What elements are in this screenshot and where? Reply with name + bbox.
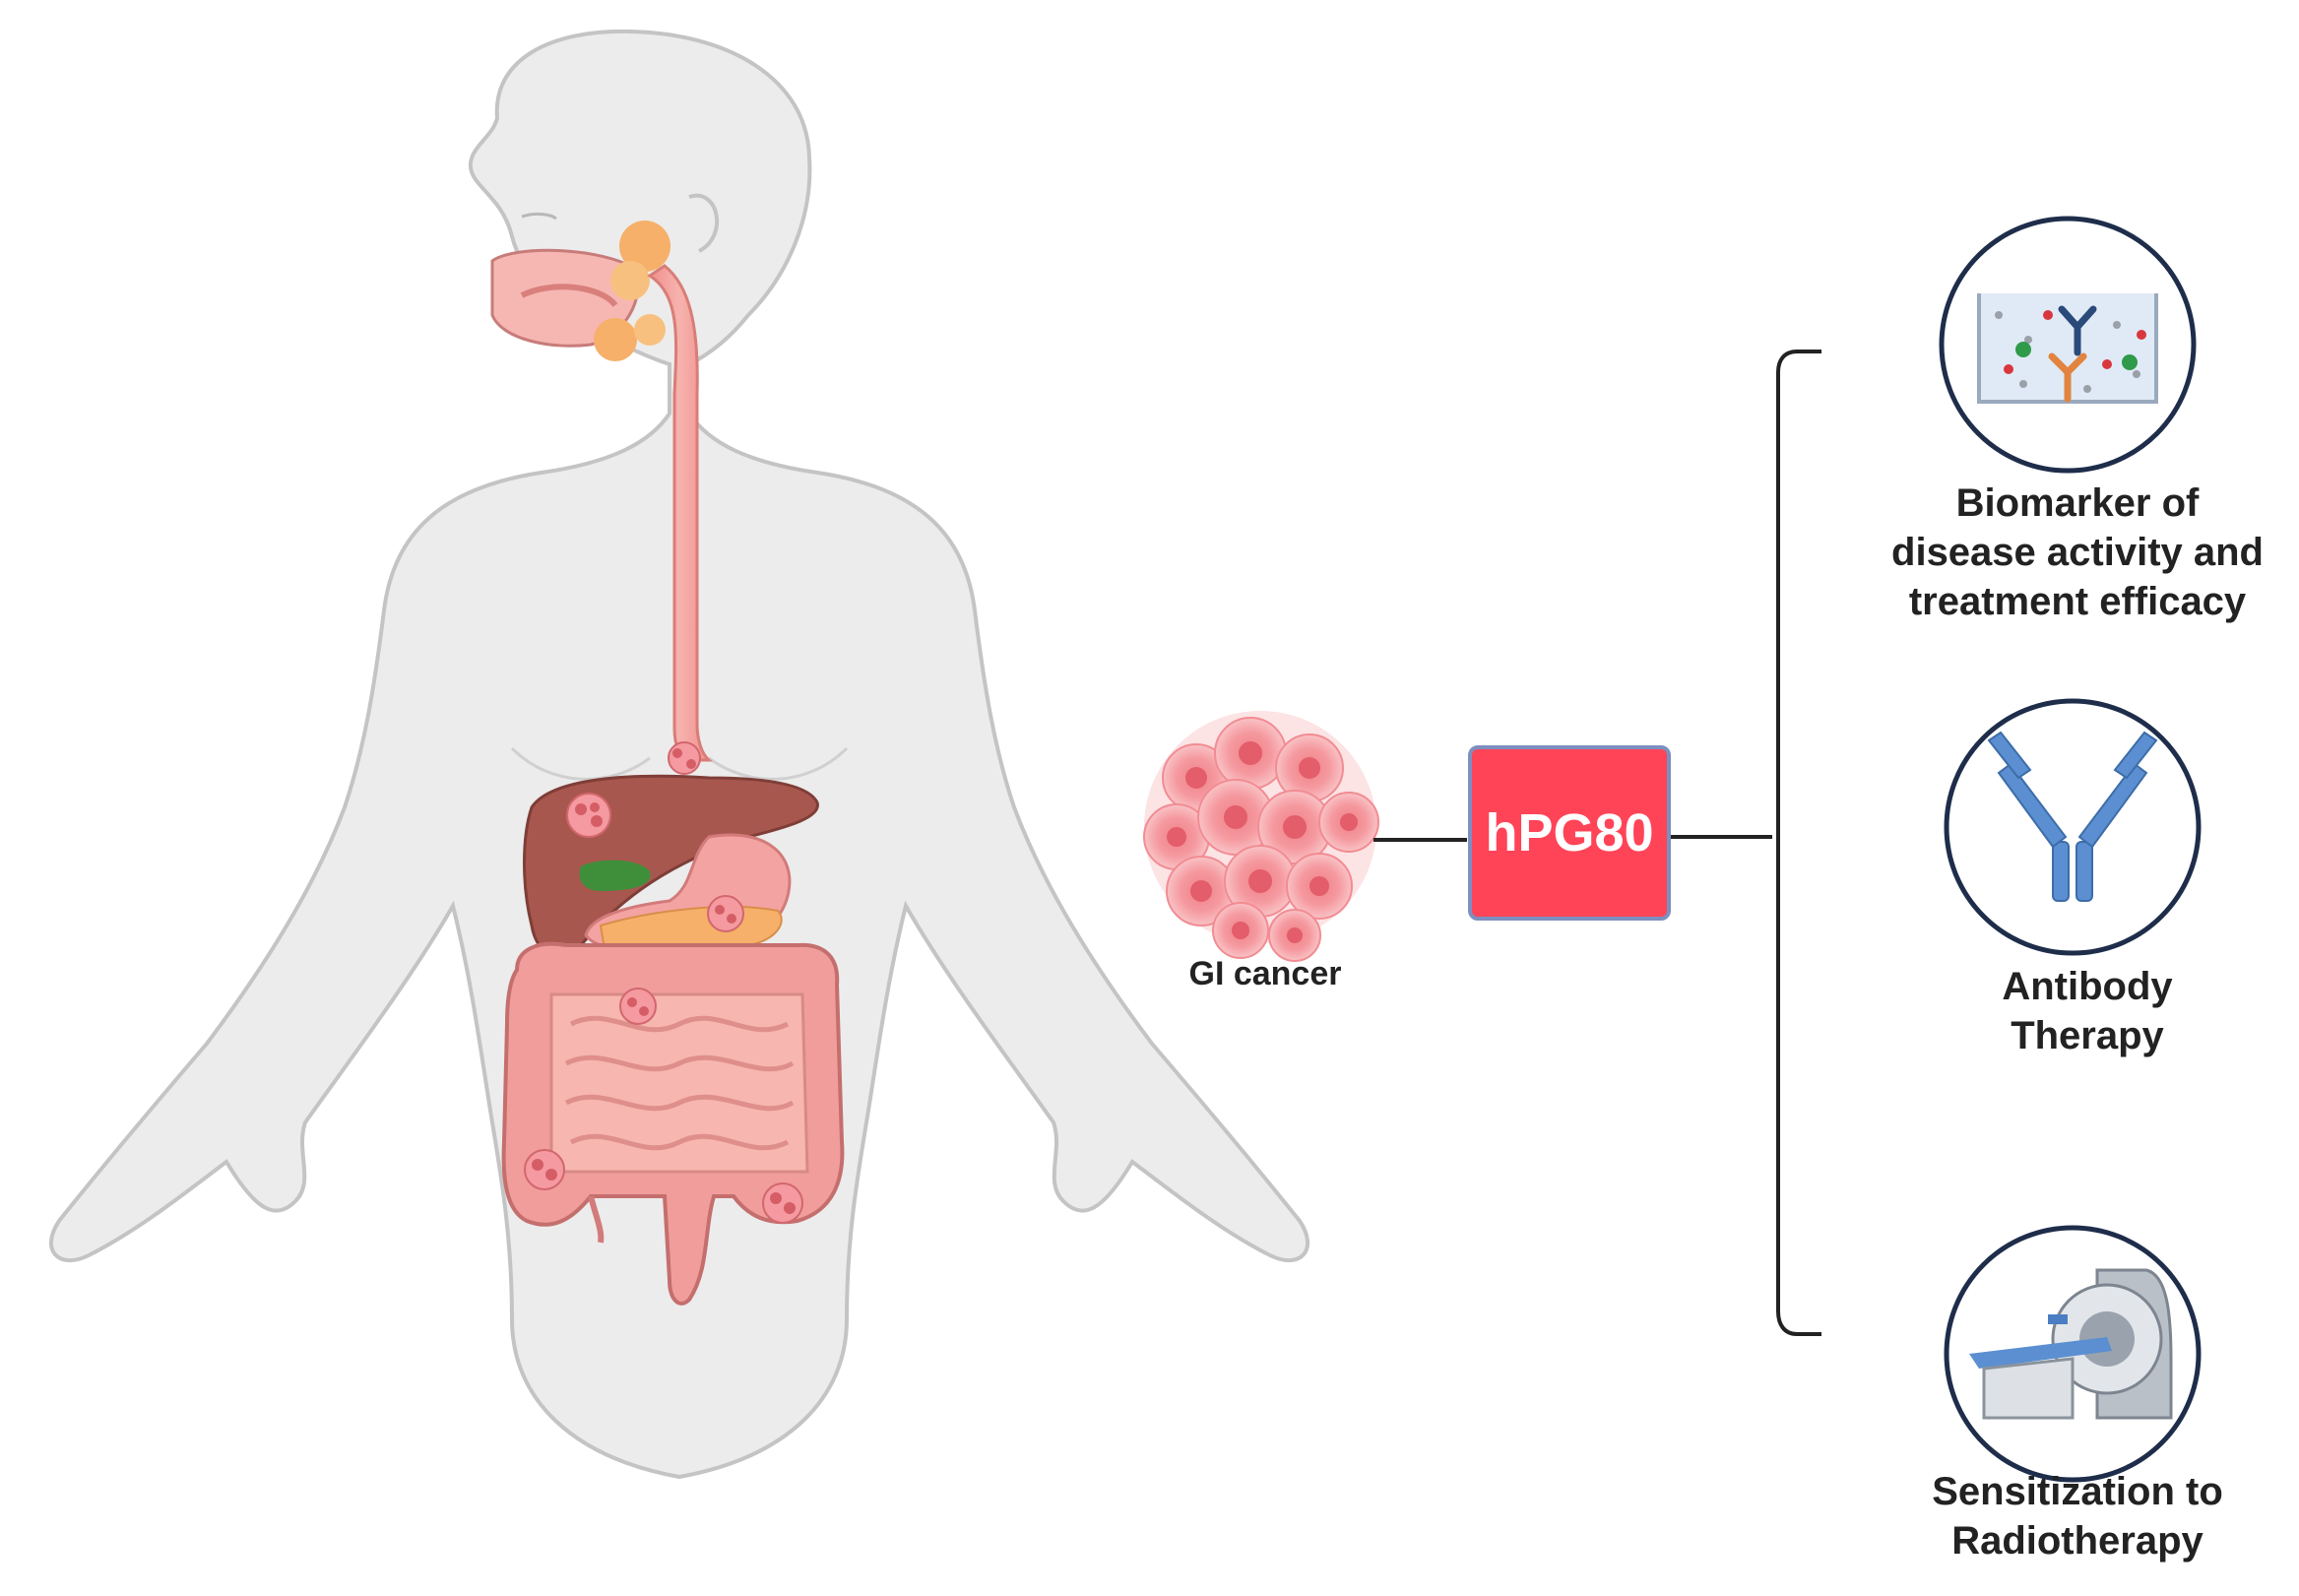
outcome-biomarker-line-1: Biomarker of (1955, 481, 2200, 525)
outcome-biomarker-line-3: treatment efficacy (1908, 580, 2247, 623)
intestine-folds (564, 1015, 795, 1151)
hpg80-box: hPG80 (1468, 745, 1671, 921)
gi-cancer-cell-cluster (1143, 711, 1379, 962)
tumor-liver (566, 793, 611, 838)
ear (688, 193, 719, 253)
tumor-colon-transverse (619, 988, 657, 1025)
antibody-assay-dish-icon (1939, 216, 2197, 474)
small-intestine (549, 992, 809, 1174)
tumor-colon-ascending (524, 1149, 565, 1190)
outcome-radiotherapy-line-2: Radiotherapy (1951, 1519, 2203, 1563)
oral-cavity (490, 248, 640, 348)
hpg80-label: hPG80 (1485, 803, 1654, 862)
tumor-colon-sigmoid (762, 1182, 803, 1224)
esophagus (647, 264, 713, 762)
chest-contour-left (510, 746, 651, 781)
tongue (520, 284, 618, 308)
chest-contour-right (708, 746, 849, 781)
outcome-radiotherapy-line-1: Sensitization to (1932, 1470, 2223, 1513)
human-body-illustration (48, 29, 1310, 1480)
outcomes-bracket (1776, 350, 1821, 1336)
salivary-glands (594, 221, 671, 361)
closed-eye (521, 212, 557, 221)
radiotherapy-machine-icon (1944, 1225, 2202, 1483)
outcome-antibody-line-1: Antibody (2002, 965, 2173, 1008)
tumor-pancreas (707, 895, 744, 932)
antibody-icon (1944, 698, 2202, 956)
outcome-antibody-therapy-label: Antibody Therapy (1930, 962, 2245, 1060)
gallbladder (579, 860, 651, 891)
tumor-esophagus (668, 741, 701, 775)
outcome-antibody-line-2: Therapy (2011, 1014, 2164, 1057)
outcome-biomarker-label: Biomarker of disease activity and treatm… (1831, 479, 2299, 626)
outcome-radiotherapy-label: Sensitization to Radiotherapy (1851, 1467, 2299, 1565)
outcome-biomarker-line-2: disease activity and (1891, 531, 2264, 574)
gi-cancer-label: GI cancer (1188, 955, 1342, 992)
appendix (588, 1195, 605, 1244)
